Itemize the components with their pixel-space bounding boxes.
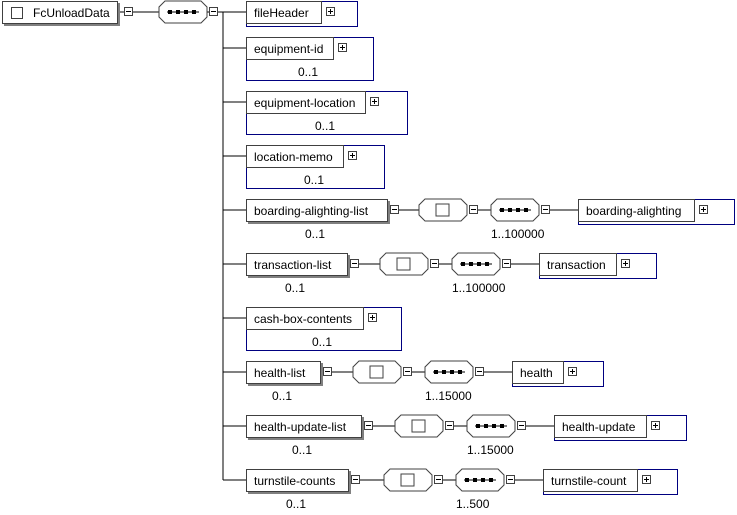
occurrence-label: 0..1 [312,335,333,349]
element-label: turnstile-count [551,474,627,488]
collapse-icon[interactable] [506,475,515,484]
expand-icon[interactable] [642,475,651,484]
expand-icon[interactable] [621,259,630,268]
collapse-icon[interactable] [517,421,526,430]
choice-icon [383,468,433,492]
sequence-compositor [158,0,208,24]
collapse-icon[interactable] [445,421,454,430]
occurrence-label: 1..100000 [491,227,545,241]
occurrence-label: 0..1 [286,497,307,511]
expand-icon[interactable] [348,151,357,160]
occurrence-label: 0..1 [292,443,313,457]
element-turnstile-count[interactable]: turnstile-count [543,469,638,492]
expand-icon[interactable] [699,205,708,214]
collapse-icon[interactable] [350,259,359,268]
collapse-icon[interactable] [469,205,478,214]
element-boarding-alighting[interactable]: boarding-alighting [578,199,695,222]
collapse-icon[interactable] [390,205,399,214]
occurrence-label: 0..1 [315,119,336,133]
collapse-icon[interactable] [124,7,133,16]
occurrence-label: 1..100000 [452,281,506,295]
choice-icon [352,360,402,384]
occurrence-label: 0..1 [305,227,326,241]
expand-icon[interactable] [651,421,660,430]
collapse-icon[interactable] [323,367,332,376]
sequence-compositor [424,360,474,384]
occurrence-label: 0..1 [298,65,319,79]
sequence-compositor [490,198,540,222]
collapse-icon[interactable] [209,7,218,16]
collapse-icon[interactable] [475,367,484,376]
element-fileHeader[interactable]: fileHeader [246,1,322,24]
collapse-icon[interactable] [403,367,412,376]
choice-compositor [418,198,468,222]
element-label: location-memo [254,150,333,164]
sequence-icon [451,252,501,276]
choice-compositor [394,414,444,438]
choice-icon [379,252,429,276]
expand-icon[interactable] [368,313,377,322]
root-element-label: FcUnloadData [33,6,110,20]
element-label: cash-box-contents [254,312,353,326]
element-health[interactable]: health [512,361,564,384]
element-label: health-update-list [254,420,347,434]
sequence-compositor [451,252,501,276]
element-label: health-list [254,366,306,380]
sequence-icon [490,198,540,222]
sequence-icon [455,468,505,492]
sequence-icon [424,360,474,384]
sequence-compositor [466,414,516,438]
occurrence-label: 0..1 [272,389,293,403]
element-location-memo[interactable]: location-memo [246,145,344,168]
collapse-icon[interactable] [502,259,511,268]
element-label: equipment-location [254,96,356,110]
occurrence-label: 1..15000 [425,389,472,403]
element-label: turnstile-counts [254,474,336,488]
collapse-icon[interactable] [430,259,439,268]
sequence-compositor [455,468,505,492]
element-health-list[interactable]: health-list [246,361,321,384]
element-equipment-location[interactable]: equipment-location [246,91,366,114]
element-label: fileHeader [254,6,309,20]
element-boarding-alighting-list[interactable]: boarding-alighting-list [246,199,388,222]
element-type-icon [11,7,23,19]
choice-compositor [383,468,433,492]
element-transaction-list[interactable]: transaction-list [246,253,348,276]
element-label: transaction [547,258,606,272]
choice-compositor [379,252,429,276]
choice-icon [418,198,468,222]
occurrence-label: 1..15000 [467,443,514,457]
element-transaction[interactable]: transaction [539,253,617,276]
element-health-update-list[interactable]: health-update-list [246,415,362,438]
collapse-icon[interactable] [351,475,360,484]
choice-icon [394,414,444,438]
collapse-icon[interactable] [541,205,550,214]
element-turnstile-counts[interactable]: turnstile-counts [246,469,349,492]
element-label: health [520,366,553,380]
sequence-icon [466,414,516,438]
occurrence-label: 0..1 [285,281,306,295]
root-element[interactable]: FcUnloadData [2,1,118,24]
element-health-update[interactable]: health-update [554,415,647,438]
element-equipment-id[interactable]: equipment-id [246,37,334,60]
element-label: transaction-list [254,258,332,272]
element-label: boarding-alighting [586,204,682,218]
element-label: equipment-id [254,42,324,56]
sequence-icon [158,0,208,24]
expand-icon[interactable] [338,43,347,52]
expand-icon[interactable] [326,7,335,16]
collapse-icon[interactable] [434,475,443,484]
expand-icon[interactable] [568,367,577,376]
element-cash-box-contents[interactable]: cash-box-contents [246,307,364,330]
occurrence-label: 0..1 [304,173,325,187]
element-label: boarding-alighting-list [254,204,369,218]
occurrence-label: 1..500 [456,497,490,511]
collapse-icon[interactable] [364,421,373,430]
expand-icon[interactable] [370,97,379,106]
choice-compositor [352,360,402,384]
element-label: health-update [562,420,636,434]
